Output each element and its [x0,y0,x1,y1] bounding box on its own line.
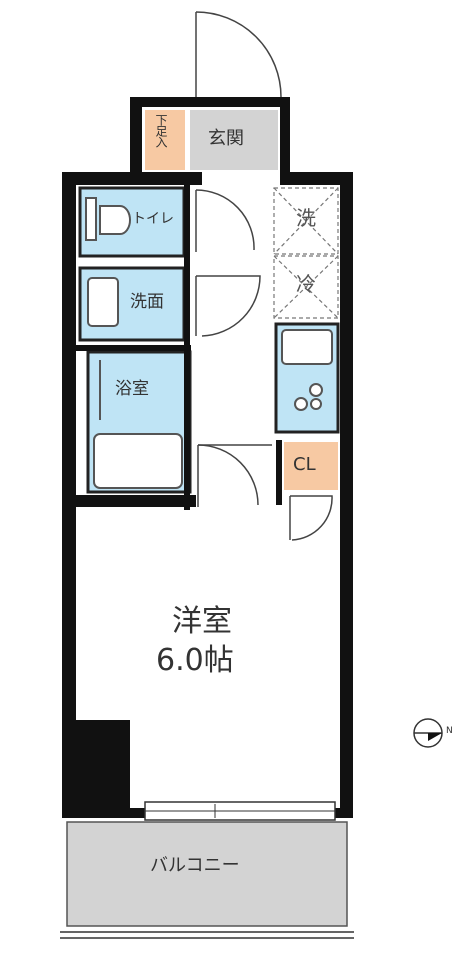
western-room-label: 洋室 [172,604,232,639]
toilet-label: トイレ [132,211,174,227]
entrance-door [195,11,282,98]
north-label: N [446,726,453,736]
balcony-window [144,801,336,821]
toilet-area [78,186,186,258]
closet-door [289,495,333,541]
washer-label: 洗 [296,206,316,230]
stove-burners [294,383,323,411]
bathtub-fixture [93,433,183,489]
inner-walls [76,185,282,510]
washbasin-fixture [87,277,119,327]
north-arrow [413,718,443,748]
shoe-storage-area [145,110,185,170]
closet-area [284,442,338,490]
washroom-door [195,275,261,337]
closet-label: CL [293,454,316,475]
fridge-label: 冷 [296,272,316,296]
room-door [197,444,272,507]
washroom-label: 洗面 [130,292,164,312]
balcony-area [66,821,348,927]
appliance-spaces [273,187,339,319]
bathroom-label: 浴室 [115,379,149,399]
western-room-size-label: 6.0帖 [156,643,234,678]
kitchen-sink [281,329,333,365]
genkan-label: 玄関 [208,128,244,149]
shoe-storage-label: 下足入 [154,114,168,147]
balcony-label: バルコニー [150,855,240,876]
toilet-fixture [85,197,131,241]
genkan-area [190,110,278,170]
balcony-rail [60,931,354,939]
toilet-door [195,189,255,252]
